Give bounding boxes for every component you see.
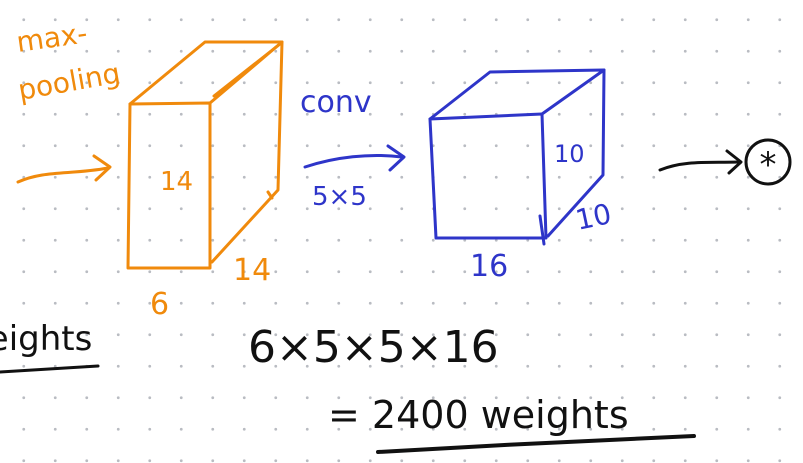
maxpool-caption-line1: max- <box>14 16 89 59</box>
conv-kernel-label: 5×5 <box>312 182 367 212</box>
conv-output-block <box>428 68 606 246</box>
next-layer-node <box>744 138 792 186</box>
left-weights-note: weights <box>0 319 92 359</box>
conv-width-label: 16 <box>470 249 508 284</box>
input-arrow <box>16 154 112 184</box>
conv-label: conv <box>300 85 372 120</box>
left-note-underline <box>0 364 100 374</box>
maxpool-height-label: 14 <box>160 167 193 197</box>
next-arrow <box>658 149 743 175</box>
conv-height-label: 10 <box>554 140 585 168</box>
maxpool-width-label: 6 <box>150 287 169 322</box>
maxpool-depth-label: 14 <box>233 253 271 288</box>
maxpool-output-block <box>126 40 284 270</box>
next-layer-symbol: * <box>760 145 777 185</box>
maxpool-caption-line2: pooling <box>15 56 122 106</box>
conv-arrow <box>303 144 406 172</box>
weights-formula: 6×5×5×16 <box>248 322 499 373</box>
conv-depth-label: 10 <box>573 197 615 237</box>
result-underline <box>376 434 696 454</box>
weights-result: = 2400 weights <box>328 393 629 437</box>
